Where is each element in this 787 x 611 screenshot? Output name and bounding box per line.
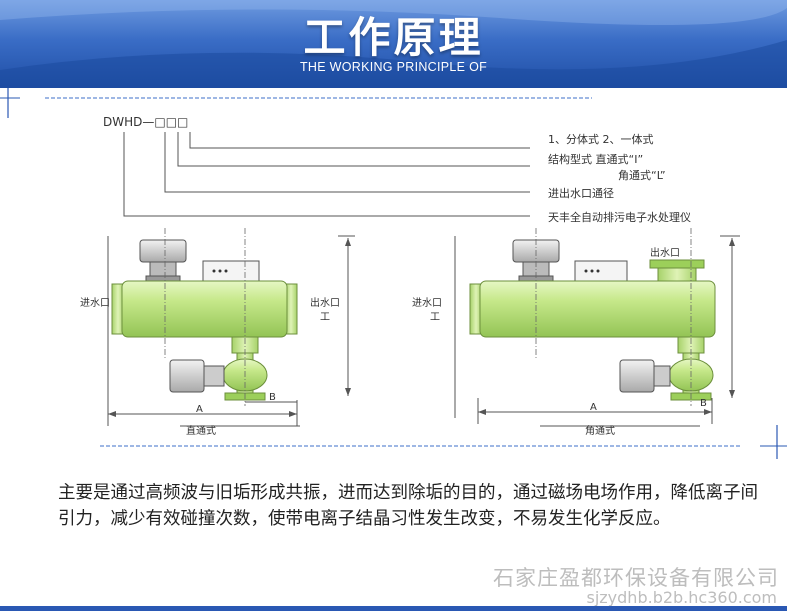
legend-line-3: 角通式“L” (618, 169, 666, 182)
left-dim-a: A (196, 404, 203, 415)
left-outlet-label: 出水口 (310, 296, 340, 309)
device-diagram: DWHD—□□□ 1、分体式 2、一体式 结构型式 直通式“I” 角通式“L” … (80, 115, 740, 437)
left-outlet-sub: 工 (320, 312, 330, 323)
right-caption: 角通式 (585, 424, 615, 437)
bottom-dashed-divider (100, 425, 787, 459)
description-text: 主要是通过高频波与旧垢形成共振，进而达到除垢的目的，通过磁场电场作用，降低离子间… (58, 483, 758, 529)
legend-line-2: 结构型式 直通式“I” (548, 152, 643, 166)
right-inlet-sub: 工 (430, 312, 440, 323)
right-dim-b: B (700, 398, 707, 409)
page-subtitle: THE WORKING PRINCIPLE OF (299, 60, 488, 74)
header-wave-decoration (0, 0, 787, 88)
top-dashed-divider (0, 88, 592, 118)
left-caption: 直通式 (186, 424, 216, 437)
model-leader-lines (123, 132, 530, 217)
straight-type-device (107, 228, 355, 427)
legend-line-4: 进出水口通径 (548, 186, 614, 200)
left-dim-b: B (269, 392, 276, 403)
watermark-url: sjzydhb.b2b.hc360.com (586, 588, 778, 607)
model-code: DWHD—□□□ (103, 115, 188, 129)
header-banner: 工作原理 THE WORKING PRINCIPLE OF (0, 0, 787, 88)
right-dim-a: A (590, 402, 597, 413)
angle-type-device (454, 228, 740, 427)
right-outlet-label: 出水口 (650, 246, 680, 259)
legend-line-1: 1、分体式 2、一体式 (548, 132, 654, 146)
watermark-company: 石家庄盈都环保设备有限公司 (493, 566, 779, 590)
right-inlet-label: 进水口 (412, 297, 442, 309)
left-inlet-label: 进水口 (80, 297, 110, 309)
page-title: 工作原理 (303, 13, 484, 62)
legend-line-5: 天丰全自动排污电子水处理仪 (548, 210, 691, 224)
bottom-border (0, 606, 787, 611)
